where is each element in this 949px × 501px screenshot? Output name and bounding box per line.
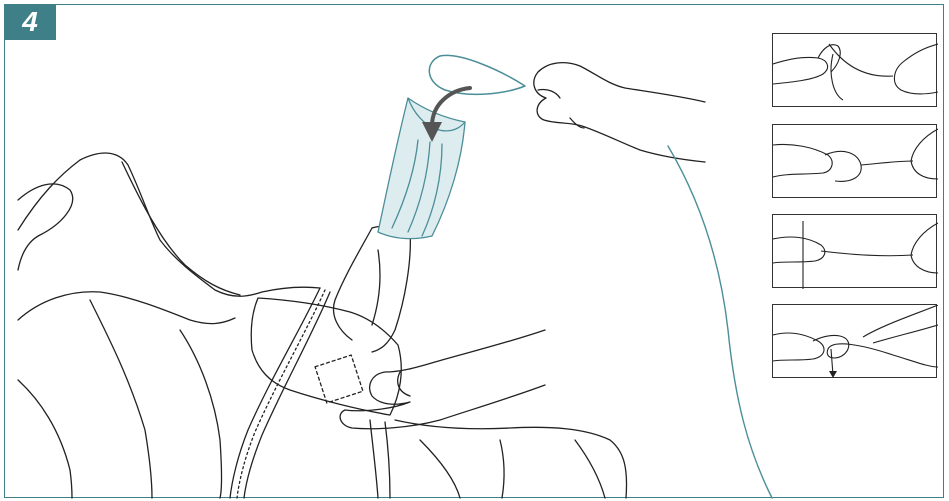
threading-through-fabric-icon: [773, 305, 938, 379]
fabric-panel: [251, 298, 401, 415]
patch-outline: [315, 355, 363, 403]
sleeve-outline: [372, 226, 410, 352]
sleeve-outline: [334, 228, 372, 340]
lower-hand-finger: [398, 372, 410, 396]
right-garment-fold: [370, 420, 378, 498]
right-garment-fold: [385, 422, 390, 498]
right-garment-fold: [420, 440, 460, 498]
left-garment-fold: [18, 292, 235, 324]
zipper-strip: [244, 292, 330, 498]
left-garment-fold: [90, 300, 152, 498]
inset-panel-2: [772, 124, 937, 198]
upper-hand: [534, 63, 705, 162]
left-garment-fold: [18, 380, 72, 498]
upper-hand-finger: [538, 89, 560, 98]
lower-hand: [340, 330, 545, 429]
pulling-thread-tight-icon: [773, 215, 938, 289]
left-garment-fold: [180, 330, 222, 498]
inset-panel-3: [772, 214, 937, 288]
thread-tail: [668, 146, 772, 498]
right-garment-outline: [395, 420, 627, 498]
thread-loop: [429, 55, 525, 94]
fingers-holding-thread-icon: [773, 34, 938, 108]
left-garment-outline: [18, 153, 320, 296]
pinching-thread-loop-icon: [773, 125, 938, 199]
sleeve-fold: [372, 250, 380, 325]
right-garment-fold: [575, 440, 605, 498]
right-garment-fold: [500, 440, 504, 498]
left-garment-seam: [122, 162, 240, 295]
left-garment-fold: [18, 184, 73, 270]
inset-panel-4: [772, 304, 937, 378]
inset-panel-1: [772, 33, 937, 107]
